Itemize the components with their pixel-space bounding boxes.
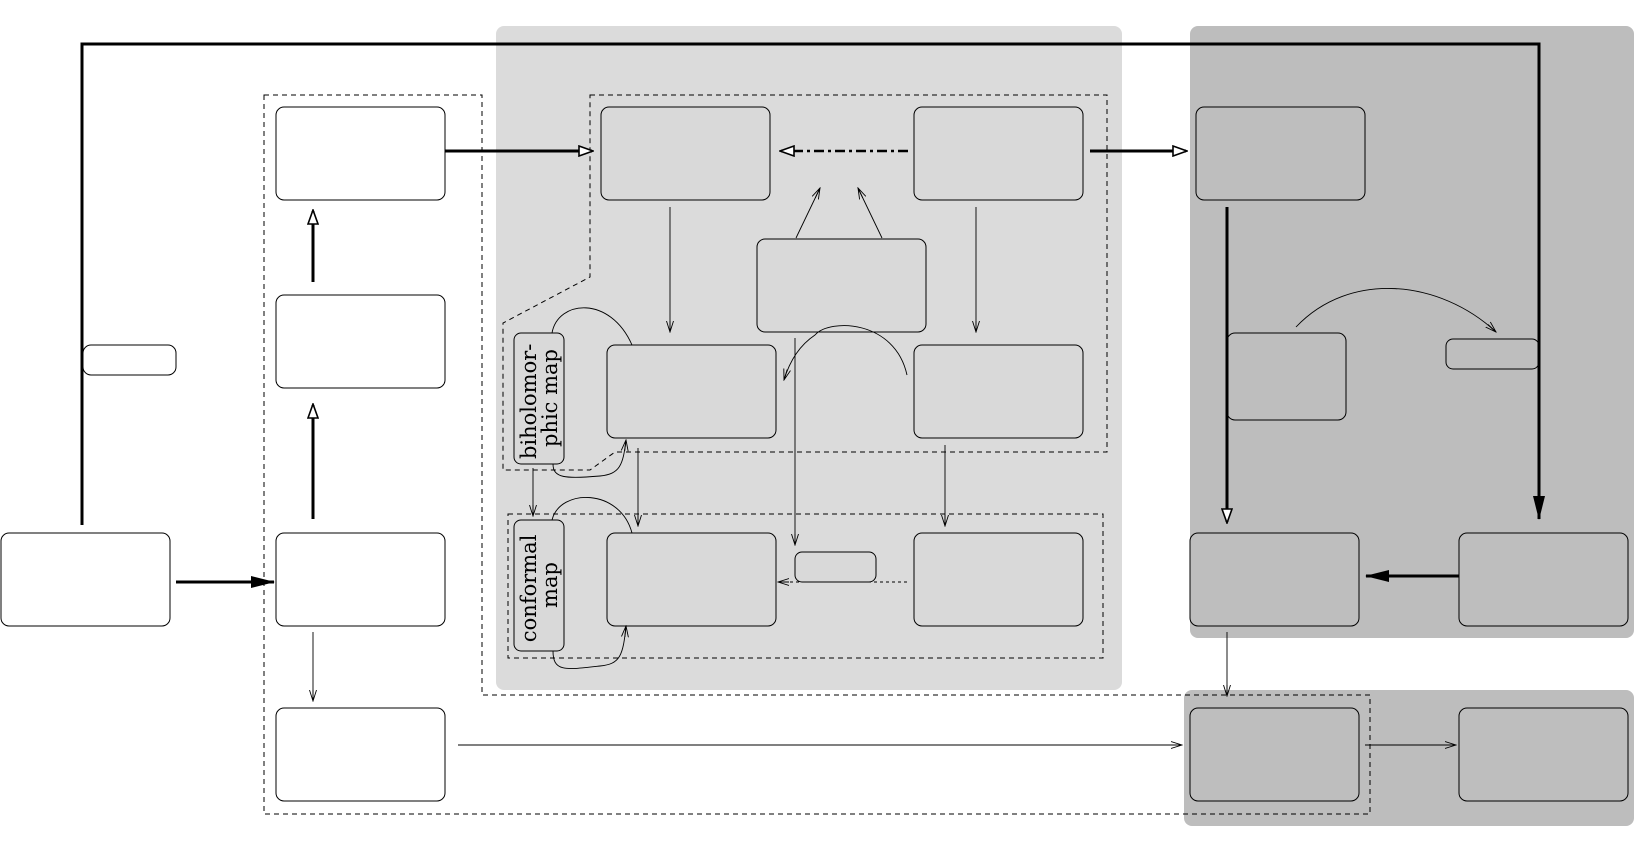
node-right-mid [1226,332,1347,421]
arrow-center-up-right [858,188,883,239]
curve-conf-top [551,497,633,534]
node-left-3 [275,532,446,627]
node-mid-1 [600,106,771,201]
label-biholomorphic-line-1: biholomor- [517,344,541,459]
dashed-group-lower [507,513,1104,659]
arrow-start-to-right3 [80,42,1545,525]
node-mid-4 [913,344,1084,439]
node-mid-5 [606,532,777,627]
dashed-group-outer [263,94,1371,815]
dashed-group-upper [502,94,1108,471]
label-conformal-line-2: map [538,562,562,608]
arrow-center-up-left [795,188,820,239]
node-mid-small [794,551,877,583]
node-left-4 [275,707,446,802]
node-mid-6 [913,532,1084,627]
node-mid-2 [913,106,1084,201]
node-left-1 [275,106,446,201]
node-conformal [513,519,565,652]
curve-mid4-to-mid3 [784,325,908,380]
node-right-small [1445,338,1540,370]
label-conformal: conformal map [517,528,562,642]
node-right-2 [1189,532,1360,627]
node-right-5 [1458,707,1629,802]
curve-bihol-bottom [552,440,626,478]
node-mid-center [756,238,927,333]
label-biholomorphic: biholomor- phic map [517,337,562,459]
label-conformal-line-1: conformal [517,534,541,642]
node-left-2 [275,294,446,389]
node-start [0,532,171,627]
curve-bihol-top [551,307,633,346]
curve-right-mid-to-small [1295,288,1496,332]
node-right-4 [1189,707,1360,802]
node-small-left [82,344,177,376]
node-right-1 [1195,106,1366,201]
node-biholomorphic [513,332,565,465]
node-mid-3 [606,344,777,439]
label-biholomorphic-line-2: phic map [538,349,562,447]
curve-conf-bottom [552,626,626,670]
node-right-3 [1458,532,1629,627]
